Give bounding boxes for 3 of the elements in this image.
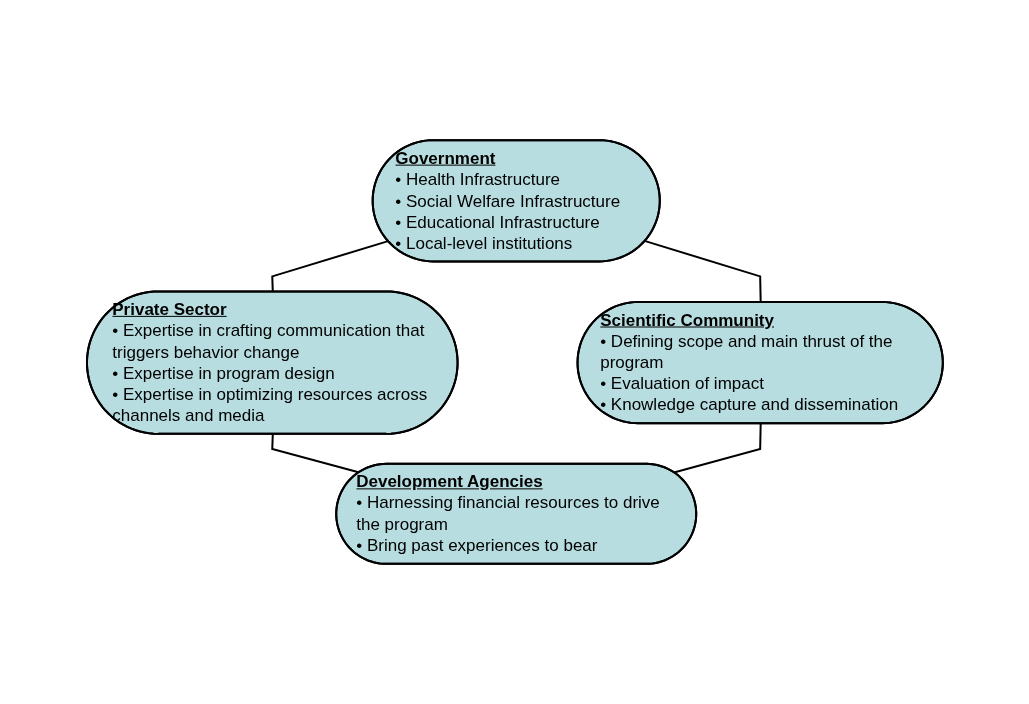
connector	[643, 240, 762, 304]
connector	[672, 422, 762, 474]
connector	[270, 433, 361, 474]
